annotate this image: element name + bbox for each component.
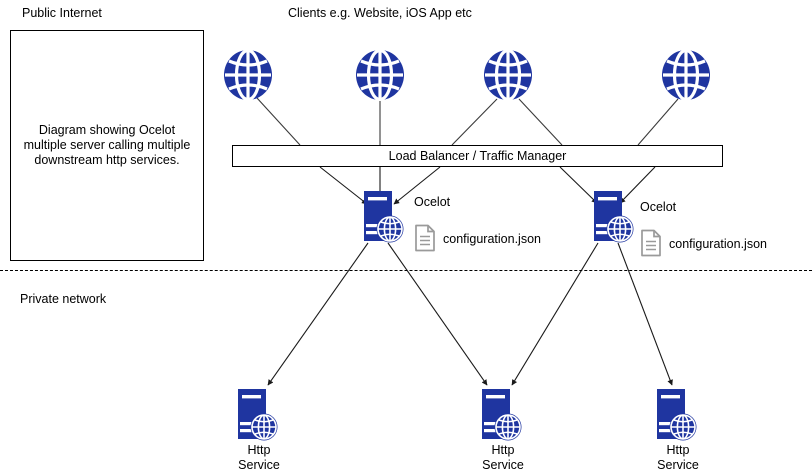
http-service-label-1: Http Service xyxy=(238,443,280,472)
client-globe-1 xyxy=(222,48,274,106)
zone-label-private-network: Private network xyxy=(20,292,107,306)
ocelot-server-1 xyxy=(362,188,408,249)
http-service-3 xyxy=(655,386,701,447)
ocelot-config-label-1: configuration.json xyxy=(443,232,541,246)
globe-icon xyxy=(224,48,272,102)
network-boundary-divider xyxy=(0,270,812,271)
http-service-1 xyxy=(236,386,282,447)
server-globe-icon xyxy=(594,191,634,243)
http-service-2 xyxy=(480,386,526,447)
http-service-label-3: Http Service xyxy=(657,443,699,472)
server-globe-icon xyxy=(364,191,404,243)
server-globe-icon xyxy=(657,389,697,441)
description-box: Diagram showing Ocelot multiple server c… xyxy=(10,30,204,261)
client-globe-3 xyxy=(482,48,534,106)
ocelot-config-doc-2 xyxy=(640,229,662,262)
load-balancer-box: Load Balancer / Traffic Manager xyxy=(232,145,723,167)
client-globe-2 xyxy=(354,48,406,106)
clients-label: Clients e.g. Website, iOS App etc xyxy=(288,6,472,20)
load-balancer-label: Load Balancer / Traffic Manager xyxy=(388,149,567,163)
ocelot-config-label-2: configuration.json xyxy=(669,237,767,251)
zone-label-public-internet: Public Internet xyxy=(22,6,102,20)
document-icon xyxy=(641,229,661,257)
server-globe-icon xyxy=(238,389,278,441)
description-text: Diagram showing Ocelot multiple server c… xyxy=(23,123,191,167)
document-icon xyxy=(415,224,435,252)
server-globe-icon xyxy=(482,389,522,441)
ocelot-config-doc-1 xyxy=(414,224,436,257)
http-service-label-2: Http Service xyxy=(482,443,524,472)
client-globe-4 xyxy=(660,48,712,106)
ocelot-label-1: Ocelot xyxy=(414,195,451,209)
globe-icon xyxy=(356,48,404,102)
globe-icon xyxy=(484,48,532,102)
ocelot-label-2: Ocelot xyxy=(640,200,677,214)
globe-icon xyxy=(662,48,710,102)
ocelot-server-2 xyxy=(592,188,638,249)
